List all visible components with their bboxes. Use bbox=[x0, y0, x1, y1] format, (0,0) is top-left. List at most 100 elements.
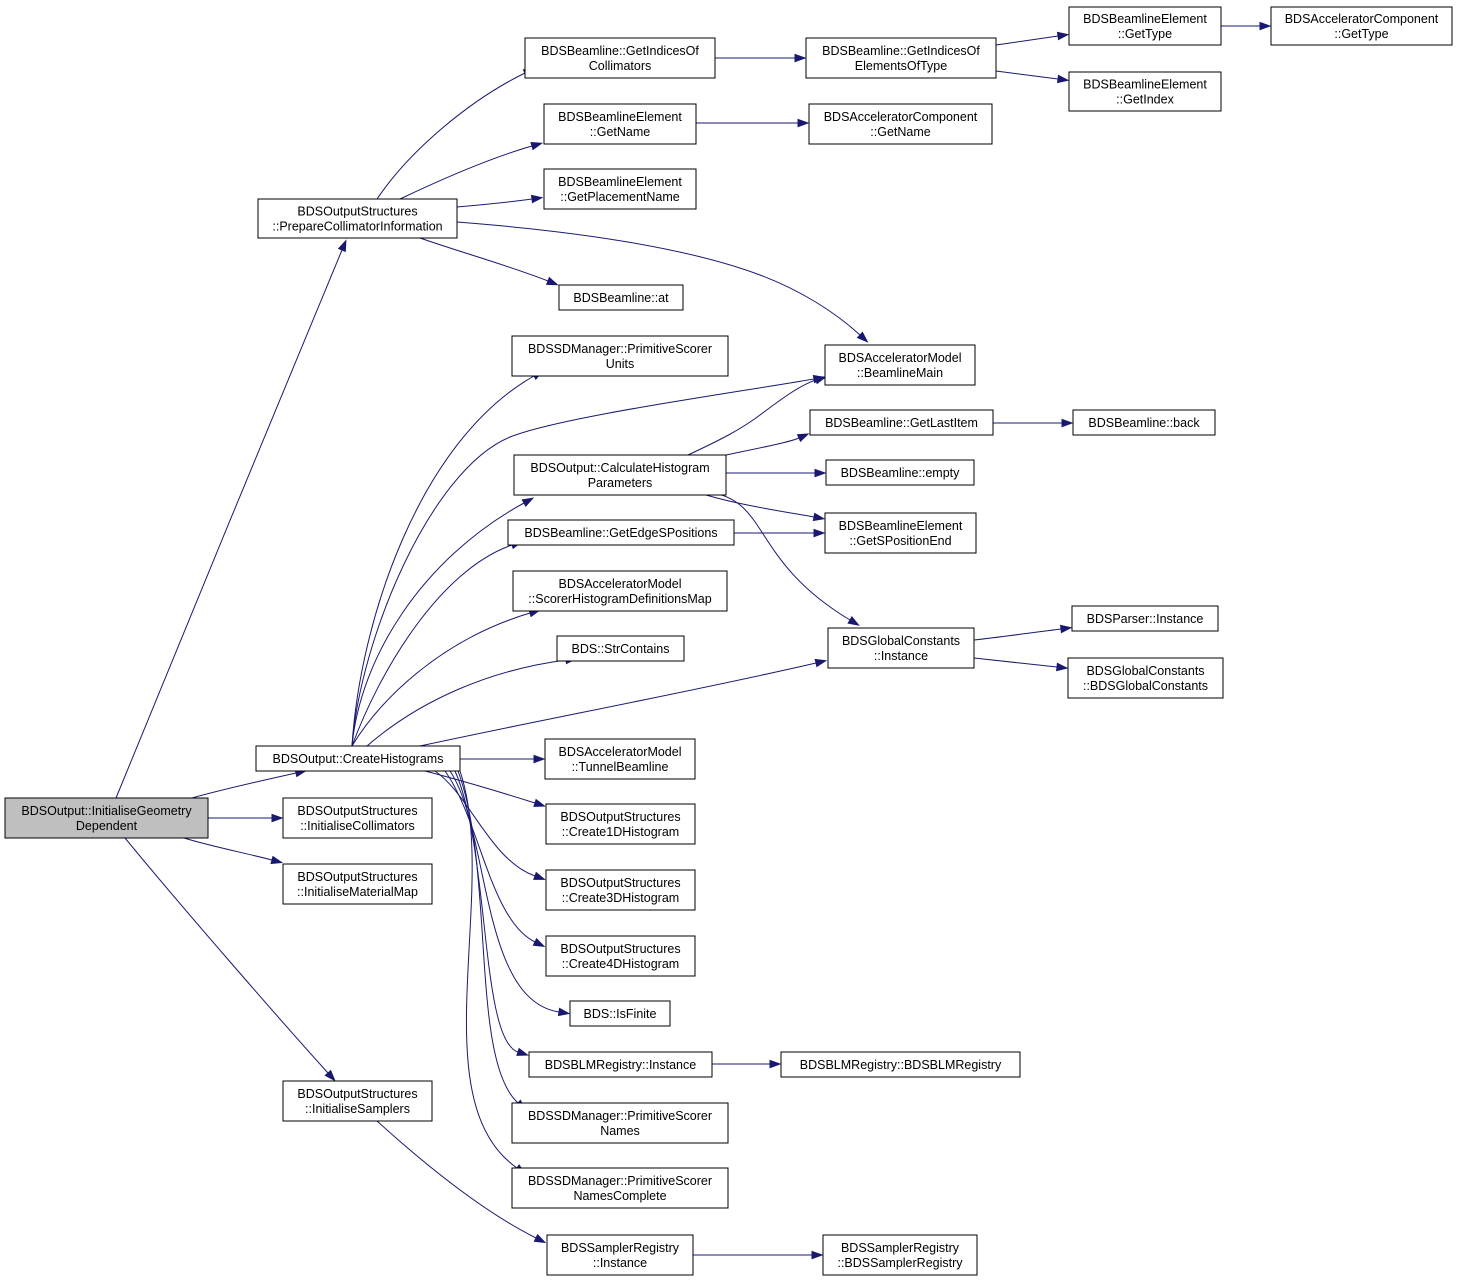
function-node[interactable]: BDSBeamlineElement::GetType bbox=[1068, 6, 1222, 46]
function-node[interactable]: BDSBeamlineElement::GetName bbox=[543, 103, 697, 145]
node-label-line: BDSAcceleratorComponent bbox=[824, 110, 978, 124]
function-node[interactable]: BDSBeamlineElement::GetSPositionEnd bbox=[824, 512, 977, 554]
arrowhead-icon bbox=[271, 813, 284, 823]
arrowhead-icon bbox=[814, 376, 827, 385]
arrowhead-icon bbox=[533, 798, 546, 807]
node-box bbox=[507, 519, 735, 546]
edge-line bbox=[376, 1120, 537, 1239]
function-node[interactable]: BDS::StrContains bbox=[556, 635, 685, 662]
arrowhead-icon bbox=[814, 658, 828, 668]
edge-n12-n29 bbox=[726, 468, 827, 478]
node-label-line: BDSOutputStructures bbox=[297, 205, 417, 219]
edge-line bbox=[434, 770, 536, 877]
node-label-line: ::PrepareCollimatorInformation bbox=[272, 219, 442, 233]
function-node[interactable]: BDSOutputStructures::PrepareCollimatorIn… bbox=[257, 198, 458, 239]
node-box bbox=[546, 1234, 694, 1276]
node-box bbox=[543, 103, 697, 145]
arrowhead-icon bbox=[794, 53, 807, 63]
edge-n2-n21 bbox=[449, 770, 571, 1017]
node-label-line: BDSSamplerRegistry bbox=[561, 1241, 680, 1255]
function-node[interactable]: BDSBeamlineElement::GetIndex bbox=[1068, 71, 1222, 112]
function-node[interactable]: BDSParser::Instance bbox=[1071, 605, 1219, 632]
node-label-line: BDSSamplerRegistry bbox=[841, 1241, 960, 1255]
node-label-line: ::GetType bbox=[1334, 27, 1388, 41]
edge-n25-n34 bbox=[693, 1250, 824, 1260]
function-node[interactable]: BDSBeamline::GetLastItem bbox=[809, 409, 994, 436]
node-label-line: BDSAcceleratorComponent bbox=[1285, 12, 1439, 26]
edge-line bbox=[424, 770, 536, 804]
function-node[interactable]: BDSOutputStructures::InitialiseSamplers bbox=[282, 1080, 433, 1122]
node-label-line: ::TunnelBeamline bbox=[572, 760, 669, 774]
function-node[interactable]: BDSAcceleratorModel::BeamlineMain bbox=[824, 344, 976, 386]
function-node[interactable]: BDSAcceleratorModel::TunnelBeamline bbox=[544, 738, 696, 780]
node-box bbox=[824, 344, 976, 386]
edge-line bbox=[725, 437, 800, 456]
arrowhead-icon bbox=[1259, 21, 1272, 31]
function-node[interactable]: BDSOutputStructures::InitialiseCollimato… bbox=[282, 797, 433, 839]
function-node[interactable]: BDSBeamline::back bbox=[1072, 409, 1216, 436]
arrowhead-icon bbox=[1056, 31, 1070, 41]
edge-n12-n16 bbox=[707, 491, 860, 626]
function-node[interactable]: BDSGlobalConstants::BDSGlobalConstants bbox=[1067, 657, 1224, 699]
arrowhead-icon bbox=[813, 528, 826, 538]
node-box bbox=[512, 570, 728, 612]
function-node[interactable]: BDSBLMRegistry::BDSBLMRegistry bbox=[780, 1051, 1021, 1078]
node-label-line: ::BDSSamplerRegistry bbox=[837, 1256, 963, 1270]
function-node[interactable]: BDSSamplerRegistry::BDSSamplerRegistry bbox=[822, 1234, 978, 1276]
function-node[interactable]: BDSOutputStructures::Create1DHistogram bbox=[545, 803, 696, 845]
node-label-line: Units bbox=[606, 357, 634, 371]
arrowhead-icon bbox=[545, 276, 559, 286]
function-node[interactable]: BDSOutputStructures::Create3DHistogram bbox=[545, 869, 696, 911]
node-label-line: BDSOutput::CreateHistograms bbox=[273, 752, 444, 766]
node-label-line: BDSBeamline::GetIndicesOf bbox=[822, 44, 980, 58]
edge-line bbox=[399, 145, 533, 200]
node-label-line: Names bbox=[600, 1124, 640, 1138]
node-box bbox=[513, 454, 727, 496]
function-node[interactable]: BDSOutput::CreateHistograms bbox=[255, 745, 461, 772]
node-box bbox=[822, 1234, 978, 1276]
edge-n0-n3 bbox=[208, 813, 284, 823]
node-label-line: ::GetPlacementName bbox=[560, 190, 680, 204]
function-node[interactable]: BDSSamplerRegistry::Instance bbox=[546, 1234, 694, 1276]
function-node[interactable]: BDSOutputStructures::InitialiseMaterialM… bbox=[282, 863, 433, 905]
node-box bbox=[808, 103, 993, 145]
function-node[interactable]: BDSBeamline::at bbox=[558, 284, 684, 311]
function-node[interactable]: BDSBeamline::empty bbox=[825, 459, 975, 486]
edge-n2-n22 bbox=[454, 770, 529, 1056]
node-box bbox=[556, 635, 685, 662]
function-node[interactable]: BDSAcceleratorComponent::GetName bbox=[808, 103, 993, 145]
node-label-line: ::InitialiseCollimators bbox=[300, 819, 415, 833]
node-box bbox=[1068, 6, 1222, 46]
function-node[interactable]: BDSSDManager::PrimitiveScorerNamesComple… bbox=[511, 1167, 729, 1209]
function-node[interactable]: BDSGlobalConstants::Instance bbox=[827, 627, 975, 669]
node-label-line: BDSBeamline::GetIndicesOf bbox=[541, 44, 699, 58]
function-node[interactable]: BDSOutputStructures::Create4DHistogram bbox=[545, 935, 696, 977]
node-label-line: BDSBeamline::GetEdgeSPositions bbox=[524, 526, 717, 540]
edge-n2-n14 bbox=[351, 609, 541, 747]
function-node[interactable]: BDSBeamlineElement::GetPlacementName bbox=[543, 168, 697, 210]
node-label-line: ::GetIndex bbox=[1116, 92, 1174, 106]
edge-line bbox=[191, 772, 297, 799]
arrowhead-icon bbox=[530, 141, 544, 151]
node-box bbox=[545, 803, 696, 845]
node-box bbox=[1270, 6, 1453, 46]
function-node[interactable]: BDSAcceleratorModel::ScorerHistogramDefi… bbox=[512, 570, 728, 612]
node-label-line: BDS::IsFinite bbox=[584, 1007, 657, 1021]
function-node[interactable]: BDS::IsFinite bbox=[569, 1000, 671, 1027]
function-node[interactable]: BDSBeamline::GetEdgeSPositions bbox=[507, 519, 735, 546]
function-node[interactable]: BDSAcceleratorComponent::GetType bbox=[1270, 6, 1453, 46]
node-label-line: BDSOutput::InitialiseGeometry bbox=[21, 804, 192, 818]
node-label-line: BDSOutputStructures bbox=[297, 804, 417, 818]
edge-n12-n28 bbox=[725, 433, 810, 456]
edge-n0-n2 bbox=[191, 768, 308, 799]
node-label-line: ::ScorerHistogramDefinitionsMap bbox=[528, 592, 711, 606]
function-node[interactable]: BDSBLMRegistry::Instance bbox=[528, 1051, 713, 1078]
node-label-line: BDSSDManager::PrimitiveScorer bbox=[528, 1174, 712, 1188]
edge-n5-n25 bbox=[376, 1120, 547, 1244]
